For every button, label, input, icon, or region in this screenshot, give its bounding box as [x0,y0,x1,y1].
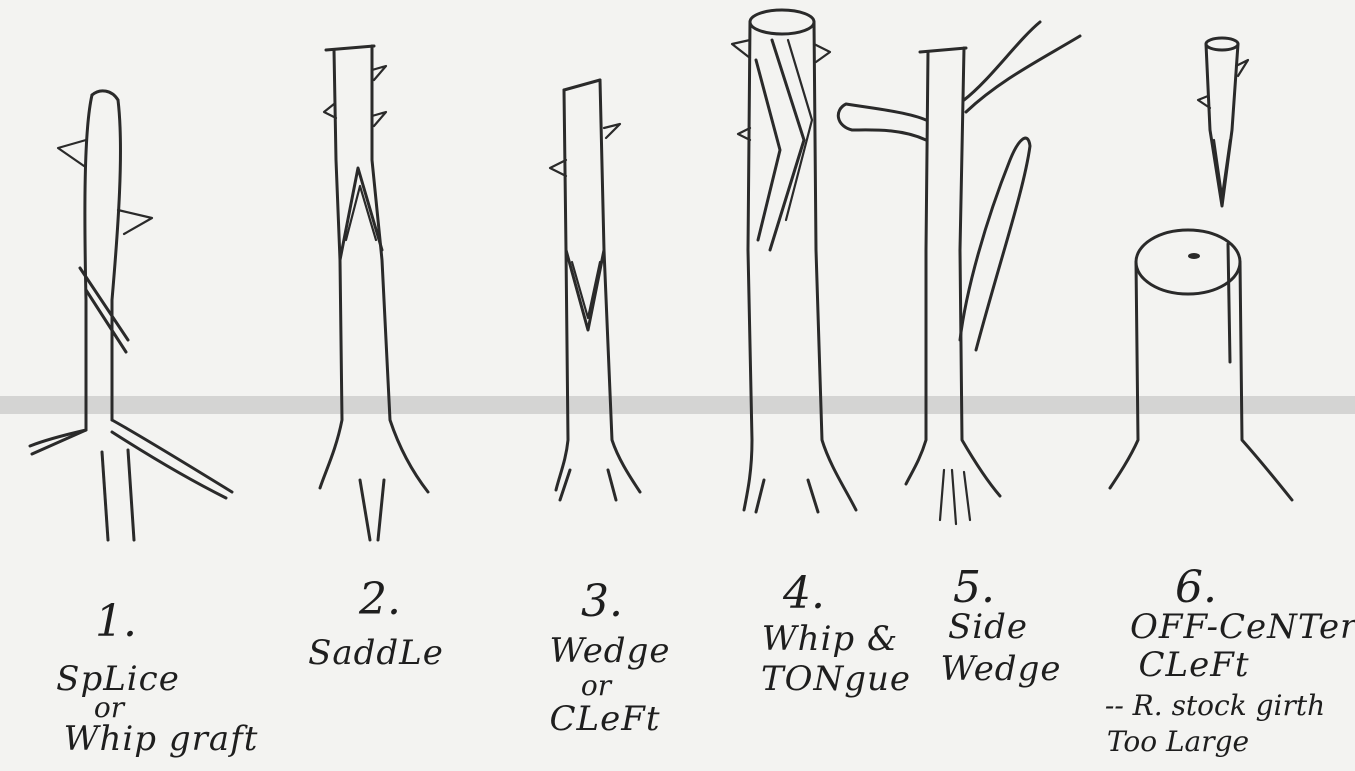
graft-2-name-line1: SaddLe [306,636,446,670]
graft-3-number: 3. [572,580,632,624]
graft-4-name-line2: TONgue [756,662,916,696]
graft-6-note-line2: Too Large [1098,728,1258,756]
graft-1-splice-drawing [30,91,232,540]
graft-5-name-line1: Side [938,610,1038,644]
graft-5-number: 5. [944,566,1004,610]
graft-6-number: 6. [1166,566,1226,610]
graft-3-cleft-drawing [550,80,640,500]
graft-1-number: 1. [86,600,146,644]
graft-2-number: 2. [350,578,410,622]
graft-6-name-line2: CLeFt [1134,648,1254,682]
graft-3-name-line1: Wedge [540,634,680,668]
graft-2-saddle-drawing [320,46,428,540]
graft-6-off-center-cleft-drawing [1110,38,1292,500]
graft-6-note-line1: -- R. stock girth [1090,692,1340,720]
pith-mark [1188,253,1200,259]
graft-3-name-line2: CLeFt [530,702,680,736]
graft-1-name-line2: Whip graft [36,722,286,756]
graft-4-number: 4. [774,572,834,616]
graft-3-connector: or [576,672,616,700]
graft-4-name-line1: Whip & [750,622,910,656]
graft-6-name-line1: OFF-CeNTer [1130,610,1340,644]
graft-5-name-line2: Wedge [936,652,1066,686]
scan-band [0,396,1355,414]
graft-5-side-wedge-drawing [838,22,1080,524]
graft-4-whip-tongue-drawing [732,10,856,512]
graft-1-connector: or [84,694,134,722]
